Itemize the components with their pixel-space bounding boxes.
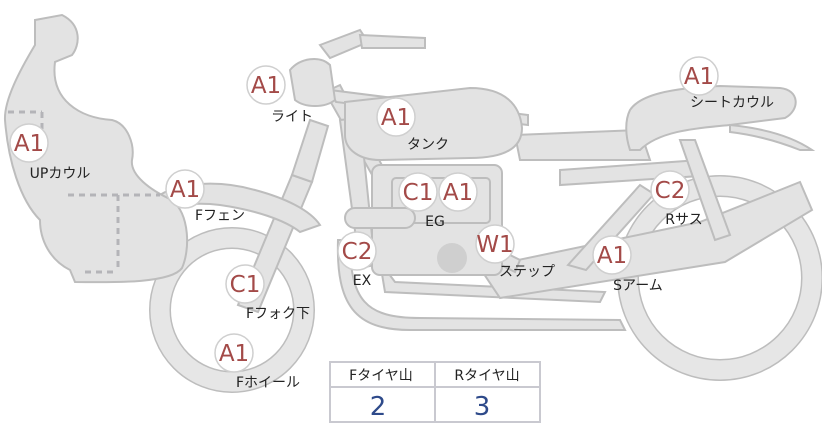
table-header-front: Fタイヤ山: [349, 368, 413, 384]
badge-seat-cowl[interactable]: A1: [679, 56, 719, 96]
label-light: ライト: [271, 109, 313, 125]
svg-text:A1: A1: [443, 180, 473, 206]
exhaust-pipe: [336, 239, 627, 331]
svg-text:A1: A1: [381, 105, 411, 131]
svg-text:A1: A1: [170, 177, 200, 203]
tire-tread-table: Fタイヤ山 Rタイヤ山 2 3: [329, 361, 541, 423]
table-value-front: 2: [370, 392, 387, 422]
label-f-fork: Fフォク下: [246, 306, 310, 322]
label-f-wheel: Fホイール: [236, 375, 300, 391]
svg-text:W1: W1: [476, 232, 513, 258]
seat-cowl-shape: [625, 84, 816, 151]
label-eg: EG: [425, 214, 445, 230]
label-ex: EX: [353, 273, 372, 289]
svg-text:A1: A1: [14, 131, 44, 157]
svg-text:C1: C1: [230, 272, 261, 298]
badge-f-wheel[interactable]: A1: [214, 333, 254, 373]
badge-eg-a1[interactable]: A1: [438, 172, 478, 212]
badge-up-cowl[interactable]: A1: [9, 123, 49, 163]
table-header-rear: Rタイヤ山: [454, 368, 519, 384]
svg-text:C1: C1: [403, 180, 434, 206]
svg-text:C2: C2: [342, 239, 373, 265]
front-wheel: [149, 227, 315, 393]
svg-text:A1: A1: [597, 243, 627, 269]
label-up-cowl: UPカウル: [30, 166, 91, 182]
rear-frame: [513, 128, 732, 272]
badge-tank[interactable]: A1: [376, 97, 416, 137]
svg-text:A1: A1: [684, 64, 714, 90]
label-s-arm: Sアーム: [613, 278, 663, 294]
badge-light[interactable]: A1: [246, 65, 286, 105]
badge-r-sus[interactable]: C2: [650, 170, 690, 210]
label-f-fender: Fフェン: [195, 208, 245, 224]
label-step: ステップ: [499, 264, 555, 280]
label-seat-cowl: シートカウル: [690, 95, 774, 111]
label-tank: タンク: [407, 137, 449, 153]
badge-f-fender[interactable]: A1: [165, 169, 205, 209]
badge-f-fork[interactable]: C1: [225, 264, 265, 304]
badge-s-arm[interactable]: A1: [592, 235, 632, 275]
upper-cowl-shape: [3, 13, 189, 284]
label-r-sus: Rサス: [665, 212, 702, 228]
badge-ex[interactable]: C2: [337, 231, 377, 271]
table-value-rear: 3: [474, 392, 491, 422]
badge-step[interactable]: W1: [475, 224, 515, 264]
swing-arm-shape: [478, 180, 814, 300]
svg-text:A1: A1: [251, 73, 281, 99]
handlebar-light: [288, 28, 426, 107]
svg-text:A1: A1: [219, 341, 249, 367]
svg-text:C2: C2: [655, 178, 686, 204]
badge-eg-c1[interactable]: C1: [398, 172, 438, 212]
